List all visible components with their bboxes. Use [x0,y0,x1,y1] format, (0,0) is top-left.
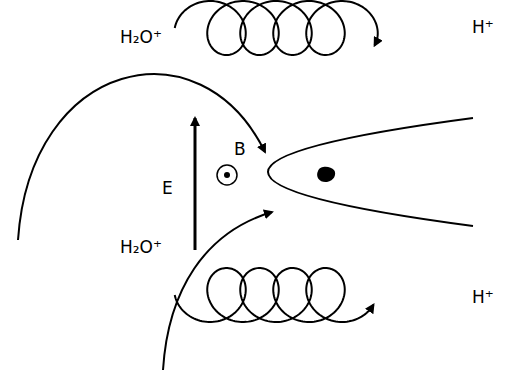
ion-label: H⁺ [472,17,494,37]
field-symbol [217,165,237,185]
bow-boundary [268,118,473,226]
field-label: E [162,178,173,198]
field-label: B [234,139,246,159]
comet-nucleus [317,167,335,182]
gyration-path [175,1,378,55]
ion-label: H₂O⁺ [120,27,162,47]
field-arrow [194,118,197,250]
ion-trajectory [163,212,272,370]
ion-trajectory [18,74,265,240]
field-symbol [224,172,230,178]
ion-label: H₂O⁺ [120,237,162,257]
ion-label: H⁺ [472,287,494,307]
gyration-path [175,268,374,322]
